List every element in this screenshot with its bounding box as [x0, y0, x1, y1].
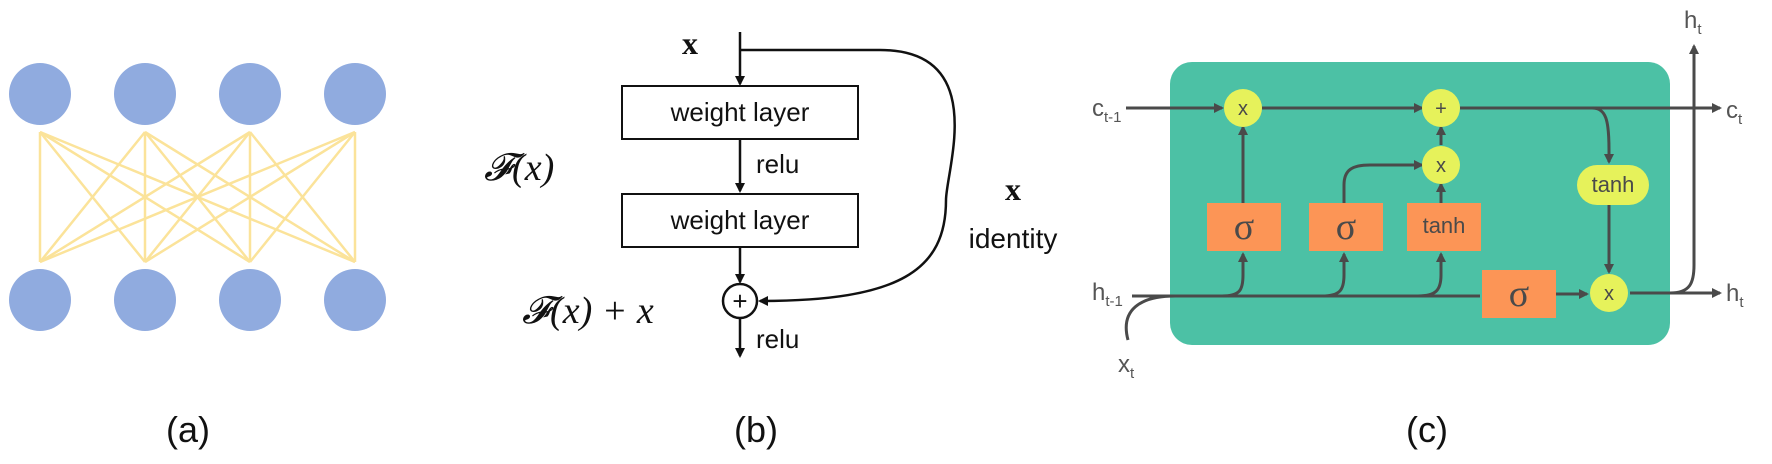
- c-prev-label: ct-1: [1092, 95, 1122, 126]
- fc-node: [324, 269, 386, 331]
- identity-label: identity: [969, 223, 1058, 254]
- fc-node: [324, 63, 386, 125]
- cell-to-tanh-arrow: [1591, 106, 1614, 164]
- candidate-tanh-label: tanh: [1423, 213, 1466, 238]
- identity-skip-arrow: [740, 48, 956, 306]
- output-mult-op: [1590, 274, 1628, 312]
- input-mult-label: x: [1436, 155, 1446, 177]
- output-gate-sigma: [1482, 270, 1556, 318]
- branch-to-sigma1: [1221, 252, 1248, 298]
- weight-layer-2: [621, 193, 859, 248]
- forget-mult-op: [1224, 89, 1262, 127]
- fc-node: [114, 63, 176, 125]
- x-in-label: xt: [1118, 351, 1135, 382]
- branch-to-sigma2: [1321, 252, 1349, 298]
- residual-input-x: x: [682, 25, 698, 61]
- residual-add-symbol: +: [732, 286, 747, 316]
- h-out-top-arrow: [1669, 44, 1699, 295]
- relu-label-2: relu: [756, 324, 799, 354]
- branch-to-tanh-gate: [1417, 252, 1446, 298]
- input-gate-sigma: [1309, 203, 1383, 251]
- h-out-right-label: ht: [1726, 280, 1744, 311]
- cell-add-label: +: [1435, 98, 1447, 120]
- xt-input-curve: [1124, 294, 1176, 341]
- caption-c: (c): [1406, 409, 1448, 450]
- cell-add-op: [1422, 89, 1460, 127]
- fc-node: [219, 63, 281, 125]
- output-mult-label: x: [1604, 283, 1614, 305]
- panel-c-lstm-cell: σ σ tanh σ x + x tanh x ct-1 ct ht-1 ht …: [1092, 7, 1744, 450]
- candidate-tanh-gate: [1407, 203, 1481, 251]
- caption-b: (b): [734, 409, 778, 450]
- weight-layer-1: [621, 85, 859, 140]
- cell-tanh-label: tanh: [1592, 172, 1635, 197]
- fc-output-nodes: [9, 269, 386, 331]
- weight-layer-2-label: weight layer: [670, 205, 810, 235]
- weight-layer-1-label: weight layer: [670, 97, 810, 127]
- fc-node: [9, 63, 71, 125]
- c-next-label: ct: [1726, 97, 1743, 128]
- output-gate-sigma-label: σ: [1509, 273, 1529, 315]
- input-mult-op: [1422, 146, 1460, 184]
- panel-a-fully-connected: (a): [9, 63, 386, 450]
- fc-node: [219, 269, 281, 331]
- fc-input-nodes: [9, 63, 386, 125]
- identity-x-label: x: [1005, 171, 1021, 207]
- caption-a: (a): [166, 409, 210, 450]
- input-gate-sigma-label: σ: [1336, 206, 1356, 248]
- forget-gate-sigma: [1207, 203, 1281, 251]
- relu-label-1: relu: [756, 149, 799, 179]
- forget-gate-sigma-label: σ: [1234, 206, 1254, 248]
- fx-label: 𝓕(x): [484, 147, 554, 189]
- sigma2-to-mult-arrow: [1342, 160, 1424, 203]
- fx-plus-x-label: 𝓕(x) + x: [522, 290, 654, 332]
- fc-node: [114, 269, 176, 331]
- fc-edges: [38, 130, 357, 264]
- forget-mult-label: x: [1238, 98, 1248, 120]
- h-out-top-label: ht: [1684, 7, 1702, 38]
- h-prev-label: ht-1: [1092, 279, 1123, 310]
- panel-b-residual-block: x weight layer relu weight layer + relu …: [484, 25, 1057, 450]
- cell-tanh-op: [1577, 165, 1649, 205]
- fc-node: [9, 269, 71, 331]
